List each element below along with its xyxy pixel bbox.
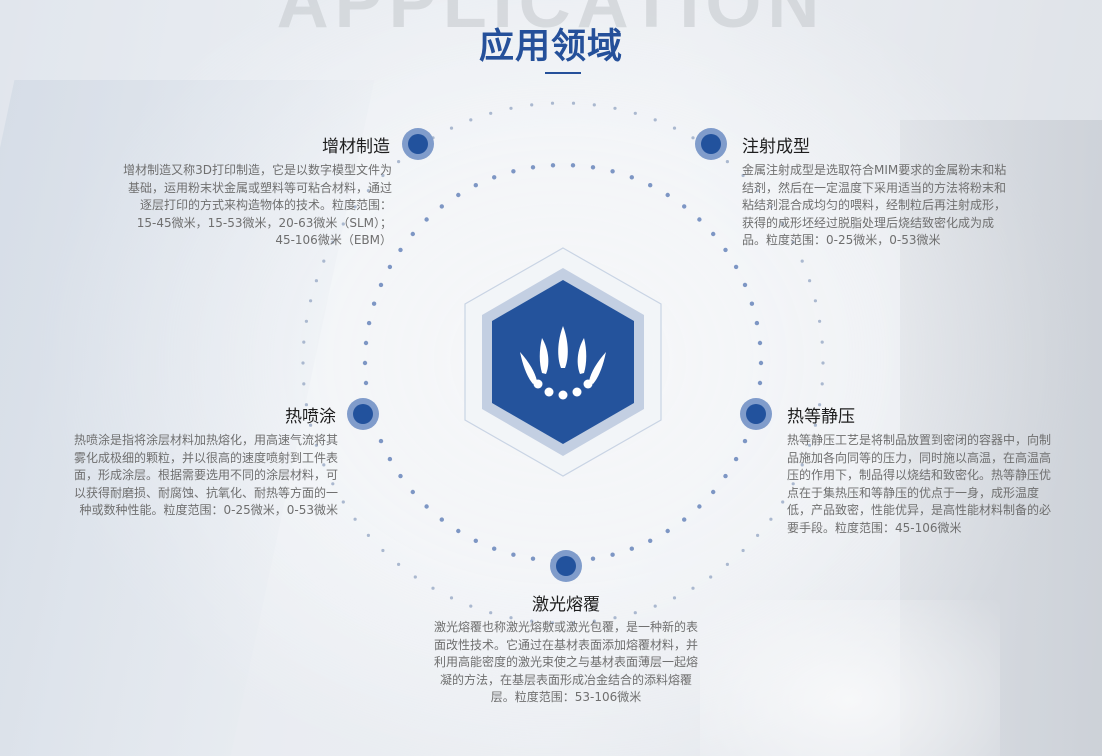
marker-injection-molding [695,128,727,160]
marker-thermal-spray [347,398,379,430]
title-underline [545,72,581,74]
desc-injection-molding: 金属注射成型是选取符合MIM要求的金属粉末和粘结剂，然后在一定温度下采用适当的方… [742,163,1007,247]
title-thermal-spray: 热喷涂 [285,407,336,427]
title-hot-isostatic-pressing: 热等静压 [787,407,855,427]
marker-laser-cladding [550,550,582,582]
title-additive-manufacturing: 增材制造 [322,137,390,157]
desc-thermal-spray: 热喷涂是指将涂层材料加热熔化，用高速气流将其雾化成极细的颗粒，并以很高的速度喷射… [73,433,338,517]
section-watermark: APPLICATION [276,0,826,43]
section-title: 应用领域 [478,27,623,67]
desc-laser-cladding: 激光熔覆也称激光熔敷或激光包覆，是一种新的表面改性技术。它通过在基材表面添加熔覆… [433,620,698,704]
title-laser-cladding: 激光熔覆 [532,595,600,615]
desc-hot-isostatic-pressing: 热等静压工艺是将制品放置到密闭的容器中，向制品施加各向同等的压力，同时施以高温，… [787,433,1052,535]
marker-hot-isostatic-pressing [740,398,772,430]
center-hexagon-logo [463,246,663,478]
marker-additive-manufacturing [402,128,434,160]
desc-additive-manufacturing: 增材制造又称3D打印制造，它是以数字模型文件为基础，运用粉末状金属或塑料等可粘合… [123,163,392,247]
powder-spray-logo-icon [520,326,606,400]
title-injection-molding: 注射成型 [742,137,810,157]
